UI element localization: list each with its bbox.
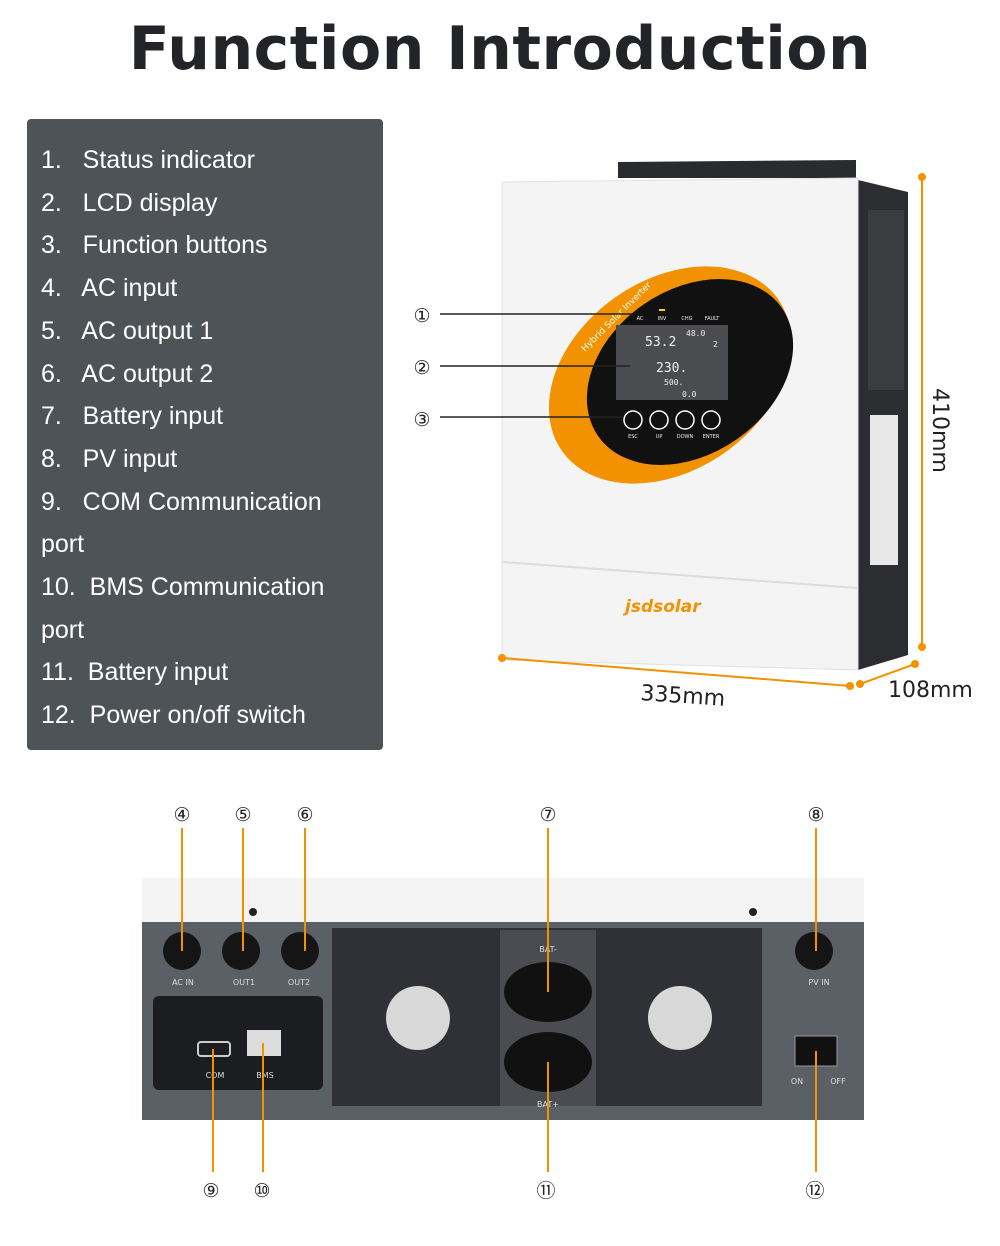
enter-label: ENTER <box>703 434 720 440</box>
fan-left <box>386 986 450 1050</box>
page-title: Function Introduction <box>128 14 872 84</box>
down-button <box>675 410 695 430</box>
callout-8: ⑧ <box>807 804 824 826</box>
width-dimension: 335mm <box>640 681 726 712</box>
front-callouts: ① ② ③ <box>413 305 632 431</box>
lcd-mid-value: 230. <box>656 361 687 376</box>
feature-item: 11. Battery input <box>41 658 229 687</box>
feature-item: 7. Battery input <box>41 402 224 431</box>
callout-4: ④ <box>173 804 190 826</box>
esc-button <box>623 410 643 430</box>
label-bms: BMS <box>256 1071 273 1080</box>
inverter-bottom-view: AC IN OUT1 OUT2 PV IN COM BMS BAT- BAT+ … <box>142 804 864 1202</box>
back-callout-lines <box>181 828 817 1172</box>
dimension-lines <box>498 173 926 690</box>
depth-dimension: 108mm <box>888 678 973 703</box>
indicator-inv: INV <box>658 316 667 322</box>
feature-item: 12. Power on/off switch <box>41 701 306 730</box>
height-dimension: 410mm <box>927 388 952 473</box>
callout-1: ① <box>413 305 430 327</box>
down-label: DOWN <box>677 434 694 440</box>
callout-3: ③ <box>413 409 430 431</box>
feature-list-panel: 1. Status indicator 2. LCD display 3. Fu… <box>27 119 383 750</box>
brand-logo: jsdsolar <box>622 597 702 617</box>
label-out1: OUT1 <box>233 978 255 987</box>
callout-6: ⑥ <box>296 804 313 826</box>
esc-label: ESC <box>628 434 638 440</box>
callout-11: ⑪ <box>536 1180 555 1202</box>
out1-gland <box>222 932 260 970</box>
pv-in-gland <box>795 932 833 970</box>
function-buttons: ESC UP DOWN ENTER <box>623 410 721 440</box>
feature-item: 4. AC input <box>41 274 178 303</box>
inverter-front-view: Hybrid Solar Inverter AC INV CHG FAULT 5… <box>413 160 973 712</box>
feature-item: 3. Function buttons <box>41 231 268 260</box>
side-vent <box>868 210 904 390</box>
label-pv-in: PV IN <box>808 978 829 987</box>
feature-item: 10. BMS Communication port <box>41 573 325 644</box>
mounting-bracket <box>618 160 856 178</box>
comm-panel <box>153 996 323 1090</box>
callout-5: ⑤ <box>234 804 251 826</box>
up-label: UP <box>656 434 663 440</box>
feature-item: 1. Status indicator <box>41 146 256 174</box>
lcd-bottom-value: 0.0 <box>682 390 697 399</box>
callout-12: ⑫ <box>805 1180 824 1202</box>
lcd-top-right: 48.0 <box>686 329 705 338</box>
up-button <box>649 410 669 430</box>
callout-7: ⑦ <box>539 804 556 826</box>
lcd-top-value: 53.2 <box>645 335 676 350</box>
feature-item: 8. PV input <box>41 444 178 473</box>
out2-gland <box>281 932 319 970</box>
indicator-chg: CHG <box>681 316 692 322</box>
label-off: OFF <box>830 1077 846 1086</box>
label-ac-in: AC IN <box>172 978 194 987</box>
feature-item: 5. AC output 1 <box>41 316 214 345</box>
lcd-display: 53.2 48.0 2 230. 500. 0.0 <box>616 325 728 400</box>
lcd-small: 2 <box>713 340 718 349</box>
feature-item: 2. LCD display <box>41 188 218 217</box>
label-on: ON <box>791 1077 803 1086</box>
callout-9: ⑨ <box>202 1180 219 1202</box>
feature-item: 6. AC output 2 <box>41 359 214 388</box>
indicator-ac: AC <box>637 316 644 322</box>
status-indicators: AC INV CHG FAULT <box>637 309 721 322</box>
label-com: COM <box>206 1071 225 1080</box>
callout-10: ⑩ <box>253 1180 270 1202</box>
callout-2: ② <box>413 357 430 379</box>
feature-item: 9. COM Communication port <box>41 487 322 559</box>
indicator-fault: FAULT <box>705 316 721 322</box>
top-shell <box>142 878 864 924</box>
lcd-low-value: 500. <box>664 378 683 387</box>
fan-right <box>648 986 712 1050</box>
side-label <box>870 415 898 565</box>
enter-button <box>701 410 721 430</box>
label-out2: OUT2 <box>288 978 310 987</box>
indicator-inv-led <box>659 309 665 311</box>
